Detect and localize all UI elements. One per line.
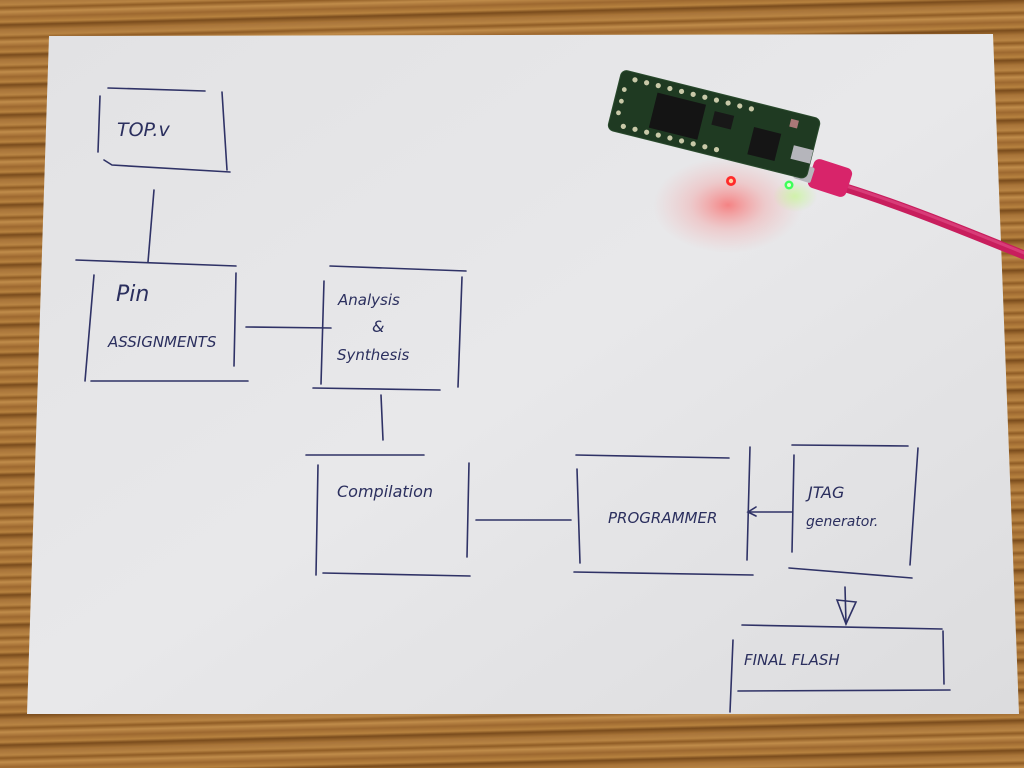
micro-usb-port bbox=[790, 145, 814, 164]
edge-jtag-to-programmer bbox=[746, 506, 793, 517]
fpga-board bbox=[607, 70, 821, 179]
led-glow-green bbox=[773, 180, 817, 212]
node-label: TOP.v bbox=[117, 119, 170, 141]
node-label: Compilation bbox=[337, 482, 433, 501]
node-top-v: TOP.v bbox=[97, 87, 231, 173]
node-label: JTAG bbox=[805, 483, 844, 502]
node-analysis-synthesis: Analysis & Synthesis bbox=[312, 265, 467, 391]
node-label: PROGRAMMER bbox=[608, 509, 717, 527]
node-pin-assignments: Pin ASSIGNMENTS bbox=[75, 259, 249, 382]
node-label: Analysis bbox=[337, 291, 400, 309]
led-glow bbox=[653, 157, 803, 253]
node-label: FINAL FLASH bbox=[744, 651, 840, 669]
header-pins bbox=[616, 77, 755, 153]
fpga-chip bbox=[648, 92, 707, 140]
flash-chip bbox=[711, 111, 735, 130]
edge-jtag-to-final-flash bbox=[835, 586, 858, 627]
node-label: Synthesis bbox=[337, 346, 410, 364]
node-label: ASSIGNMENTS bbox=[107, 333, 217, 351]
paper-sheet bbox=[27, 34, 1019, 714]
edge-pin-to-analysis bbox=[245, 326, 332, 329]
node-label: generator. bbox=[806, 514, 878, 530]
node-programmer: PROGRAMMER bbox=[573, 446, 754, 576]
node-jtag-generator: JTAG generator. bbox=[788, 444, 919, 579]
edge-analysis-to-compilation bbox=[380, 394, 384, 441]
node-compilation: Compilation bbox=[305, 454, 471, 577]
node-final-flash: FINAL FLASH bbox=[729, 624, 951, 713]
node-label: Pin bbox=[116, 282, 149, 307]
button bbox=[789, 118, 799, 129]
node-label: & bbox=[372, 317, 384, 336]
edge-top-to-pin bbox=[147, 189, 155, 263]
usb-controller-chip bbox=[747, 127, 782, 162]
